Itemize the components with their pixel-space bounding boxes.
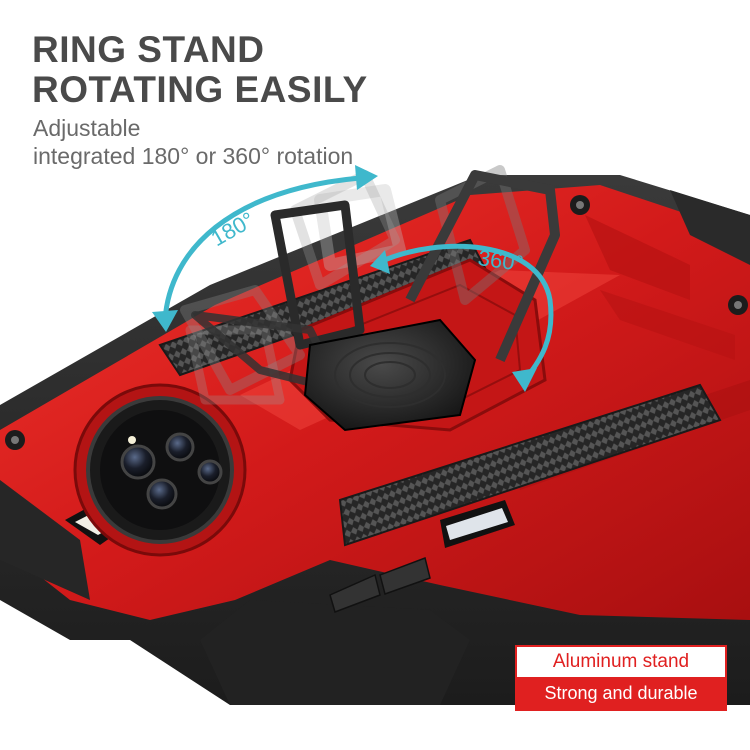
camera-lens-icon [120, 444, 156, 480]
headline-line-2: ROTATING EASILY [32, 69, 368, 110]
camera-module [73, 383, 247, 557]
camera-lens-icon [165, 432, 195, 462]
headline-line-1: RING STAND [32, 29, 265, 70]
rotation-180-label: 180° [207, 207, 259, 251]
rotation-180-arrow-icon [152, 165, 378, 332]
camera-lens-icon [146, 478, 178, 510]
volume-buttons [329, 557, 431, 613]
feature-primary-label: Aluminum stand [517, 647, 725, 677]
subheading-line-2: integrated 180° or 360° rotation [33, 143, 354, 169]
feature-badge: Aluminum stand Strong and durable [515, 645, 727, 711]
headline: RING STAND ROTATING EASILY [32, 30, 368, 110]
rotating-disc [303, 318, 477, 432]
subheading: Adjustable integrated 180° or 360° rotat… [33, 114, 353, 170]
screw-icons [5, 195, 748, 450]
ring-motion-trail [180, 165, 530, 405]
feature-secondary-label: Strong and durable [517, 677, 725, 709]
camera-lens-icon [197, 459, 223, 485]
grip-strip-bottom [338, 383, 722, 547]
rotation-360-arrow-icon [370, 243, 554, 392]
subheading-line-1: Adjustable [33, 115, 141, 141]
